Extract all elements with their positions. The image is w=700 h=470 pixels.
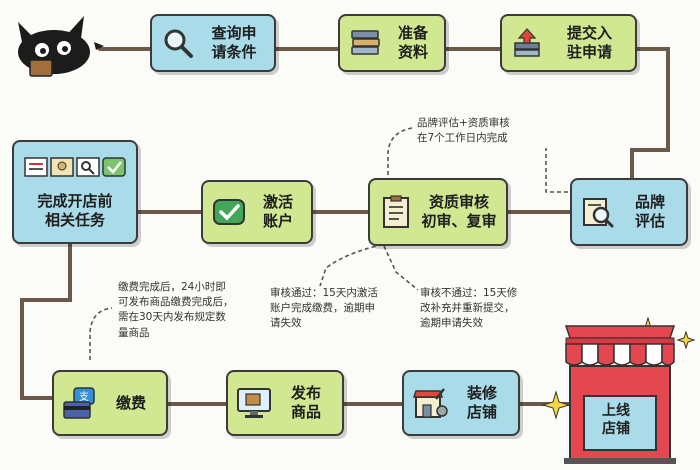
step-tasks-label: 完成开店前 相关任务 xyxy=(37,192,113,229)
step-publish: 发布 商品 xyxy=(226,370,344,436)
connector-tasks-pay xyxy=(20,242,72,400)
step-query: 查询申 请条件 xyxy=(150,14,276,72)
note-approved: 审核通过：15天内激活 账户完成缴费，逾期申 请失效 xyxy=(270,287,378,330)
step-review-label: 资质审核 初审、复审 xyxy=(421,193,497,230)
documents-stack-icon xyxy=(348,25,384,61)
step-tasks: 完成开店前 相关任务 xyxy=(12,140,138,244)
svg-text:支: 支 xyxy=(79,391,89,403)
shop-tools-icon xyxy=(412,385,448,421)
inspect-document-icon xyxy=(580,194,616,230)
step-review: 资质审核 初审、复审 xyxy=(368,178,508,246)
step-activate: 激活 账户 xyxy=(201,180,313,244)
monitor-publish-icon xyxy=(236,385,272,421)
magnifier-icon xyxy=(160,25,196,61)
step-prepare: 准备 资料 xyxy=(338,14,446,72)
note-brand-review: 品牌评估+资质审核 在7个工作日内完成 xyxy=(417,117,510,145)
note-rejected: 审核不通过：15天修 改补充并重新提交， 逾期申请失效 xyxy=(420,287,518,330)
dash-payment-note xyxy=(89,307,113,360)
step-submit: 提交入 驻申请 xyxy=(500,14,637,72)
dash-rejected-note xyxy=(383,245,419,291)
step-activate-label: 激活 账户 xyxy=(262,193,293,230)
step-online-label: 上线 店铺 xyxy=(602,403,630,438)
dash-brand-note-right xyxy=(545,148,575,193)
storefront-icon xyxy=(541,316,696,464)
step-pay-label: 缴费 xyxy=(115,393,146,412)
step-publish-label: 发布 商品 xyxy=(290,384,321,421)
step-brand-label: 品牌 评估 xyxy=(634,193,665,230)
connector-submit-brand xyxy=(630,47,670,182)
step-decorate: 装修 店铺 xyxy=(402,370,520,436)
upload-arrow-icon xyxy=(510,25,546,61)
check-badge-icon xyxy=(211,194,247,230)
step-prepare-label: 准备 资料 xyxy=(397,24,428,61)
tmall-cat-mascot xyxy=(18,16,104,77)
note-payment: 缴费完成后，24小时即 可发布商品缴费完成后， 需在30天内发布规定数 量商品 xyxy=(118,281,234,339)
step-submit-label: 提交入 驻申请 xyxy=(566,24,612,61)
step-decorate-label: 装修 店铺 xyxy=(466,384,497,421)
task-cards-icon xyxy=(23,154,127,180)
step-query-label: 查询申 请条件 xyxy=(211,24,257,61)
step-pay: 支 缴费 xyxy=(52,370,168,436)
dash-brand-note xyxy=(387,127,413,175)
checklist-icon xyxy=(378,194,414,230)
step-brand: 品牌 评估 xyxy=(570,178,688,246)
payment-card-icon: 支 xyxy=(62,385,98,421)
